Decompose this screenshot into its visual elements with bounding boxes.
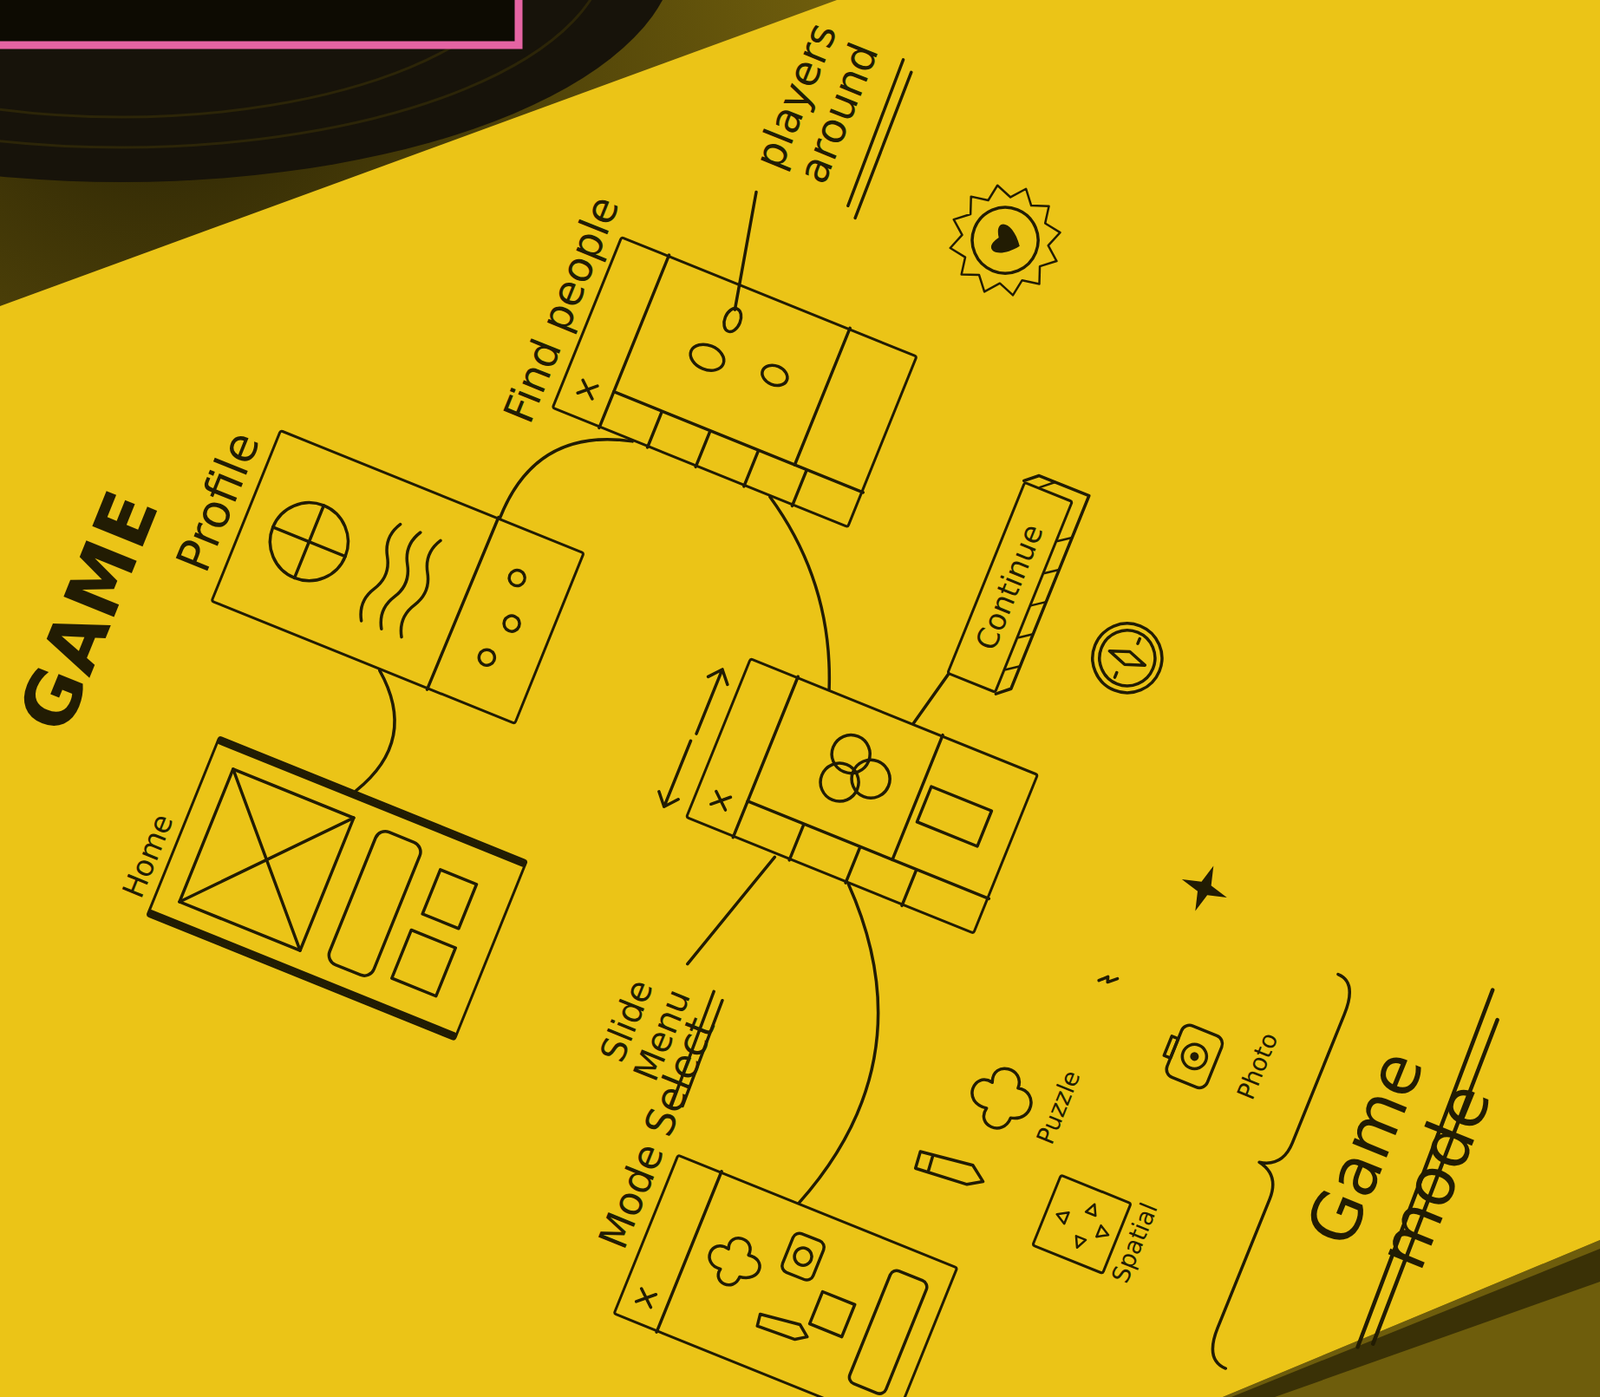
connector-line [711, 496, 888, 690]
sketch-stroke [355, 522, 445, 640]
sun-disc [962, 197, 1049, 284]
sketch-sheet: HomeProfileFind peopleContinueSlide Menu… [0, 1396, 1, 1397]
compass-ring [1090, 621, 1163, 694]
sketch-stroke [732, 801, 989, 935]
swipe-arrows [654, 664, 732, 812]
sun-heart-doodle [933, 168, 1078, 314]
sketch-layer [413, 26, 1600, 1397]
sketch-stroke [794, 328, 850, 466]
sketch-stroke [257, 490, 360, 593]
sketch-stroke [501, 613, 522, 634]
sketch-stroke [422, 869, 477, 929]
heart [989, 222, 1026, 261]
connector-line [334, 670, 416, 797]
connector-line [731, 883, 936, 1210]
sketch-stroke [150, 741, 523, 1036]
sketch-stroke [845, 754, 895, 804]
sketch-stroke [685, 339, 728, 376]
compass-needle [1101, 630, 1154, 687]
sketch-stroke [1047, 1192, 1117, 1257]
sketch-stroke [790, 1245, 814, 1268]
sketch-stroke [178, 769, 353, 951]
sketch-stroke [700, 1229, 767, 1294]
sketch-stroke [257, 490, 360, 593]
sun-rays [933, 168, 1078, 314]
connector-line [913, 669, 948, 729]
star-doodle [1172, 856, 1236, 921]
sketch-stroke [755, 1309, 810, 1346]
sketch-stroke [598, 391, 863, 529]
sketch-stroke [916, 786, 992, 847]
sketch-stroke [391, 930, 455, 997]
camera-top [1163, 1036, 1178, 1058]
leader-pin [720, 306, 745, 335]
sketch-stroke [846, 1268, 928, 1397]
sketch-stroke [506, 568, 527, 588]
puzzle-icon [961, 1059, 1041, 1138]
sketch-stroke [809, 1292, 855, 1338]
sketch-stroke [701, 664, 797, 838]
camera-lens [1178, 1040, 1210, 1072]
compass-doodle [1082, 613, 1173, 704]
camera-lens-dot [1188, 1051, 1201, 1063]
sketch-stroke [891, 735, 942, 861]
leader-line [711, 191, 779, 310]
sketch-stroke [325, 828, 424, 980]
sketch-stroke [178, 769, 353, 951]
camera-body [1163, 1022, 1225, 1091]
pencil-icon [914, 1145, 988, 1195]
compass-ring [1082, 613, 1173, 704]
sketch-stroke [476, 647, 497, 668]
sketch-stroke [825, 729, 876, 779]
sketch-stroke [758, 361, 791, 390]
leader-line [687, 842, 776, 980]
photo-icon [1157, 1019, 1226, 1091]
sketch-stroke [945, 471, 1089, 699]
sketch-stroke [779, 1231, 826, 1283]
spark-mark [1098, 972, 1117, 987]
pink-frame [0, 0, 519, 46]
record-groove [0, 0, 529, 118]
sketch-stroke [426, 516, 498, 691]
